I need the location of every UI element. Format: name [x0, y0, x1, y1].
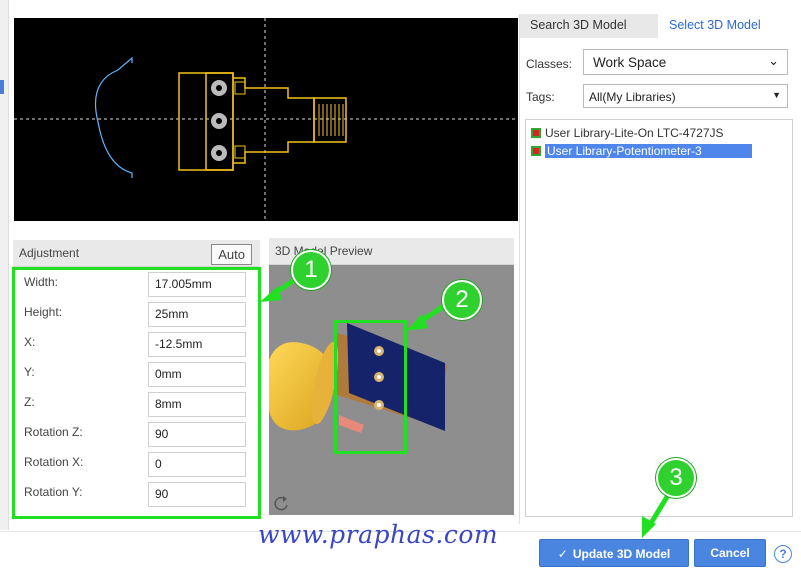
rotation-x-label: Rotation X: [24, 455, 84, 469]
rotation-x-row: Rotation X: 0 [13, 450, 260, 480]
rotate-icon [274, 496, 288, 511]
tab-select-3d-model[interactable]: Select 3D Model [658, 14, 797, 38]
rotation-z-label: Rotation Z: [24, 425, 83, 439]
rotation-z-row: Rotation Z: 90 [13, 420, 260, 450]
shaft-knurling [318, 104, 344, 136]
step-badge-2: 2 [442, 280, 482, 320]
rotation-y-input[interactable]: 90 [148, 482, 246, 507]
rotation-y-label: Rotation Y: [24, 485, 83, 499]
tags-value: All(My Libraries) [589, 90, 676, 104]
update-3d-model-label: Update 3D Model [572, 547, 671, 561]
y-label: Y: [24, 365, 35, 379]
library-item-label: User Library-Lite-On LTC-4727JS [545, 126, 724, 140]
x-label: X: [24, 335, 36, 349]
footer-divider [0, 531, 801, 532]
library-item-label: User Library-Potentiometer-3 [545, 144, 752, 158]
tags-label: Tags: [526, 90, 555, 104]
step-badge-3: 3 [656, 458, 696, 498]
cancel-button[interactable]: Cancel [694, 539, 766, 567]
height-label: Height: [24, 305, 63, 319]
z-input[interactable]: 8mm [148, 392, 246, 417]
classes-label: Classes: [526, 57, 573, 71]
rotation-x-input[interactable]: 0 [148, 452, 246, 477]
model-pins [374, 346, 384, 410]
width-input[interactable]: 17.005mm [148, 272, 246, 297]
footprint-drawing [14, 18, 518, 221]
knob-outline [94, 56, 133, 178]
step-badge-1: 1 [291, 250, 331, 290]
library-tree: User Library-Lite-On LTC-4727JS User Lib… [525, 119, 793, 517]
auto-button[interactable]: Auto [211, 244, 252, 265]
classes-value: Work Space [593, 55, 667, 70]
triangle-down-icon: ▼ [772, 90, 781, 100]
adjustment-title: Adjustment [19, 246, 80, 260]
pad-block-outline [205, 72, 234, 171]
adjustment-fields: Width: 17.005mm Height: 25mm X: -12.5mm … [13, 267, 260, 518]
y-row: Y: 0mm [13, 360, 260, 390]
z-label: Z: [24, 395, 35, 409]
left-sidebar-selection [0, 80, 4, 94]
height-input[interactable]: 25mm [148, 302, 246, 327]
left-sidebar-strip [0, 0, 9, 530]
model-tabs: Search 3D Model Select 3D Model [520, 14, 797, 38]
chevron-down-icon: ⌄ [768, 53, 779, 68]
x-row: X: -12.5mm [13, 330, 260, 360]
adjustment-panel: Adjustment Auto Width: 17.005mm Height: … [13, 240, 260, 518]
pcb-board [347, 323, 445, 431]
rotation-y-row: Rotation Y: 90 [13, 480, 260, 510]
width-row: Width: 17.005mm [13, 270, 260, 300]
model-library-panel: Search 3D Model Select 3D Model Classes:… [519, 14, 797, 524]
model-render [269, 323, 447, 511]
y-input[interactable]: 0mm [148, 362, 246, 387]
library-item-selected[interactable]: User Library-Potentiometer-3 [530, 143, 752, 159]
footprint-viewer[interactable] [14, 18, 518, 221]
highlight-adjustment-fields [12, 267, 261, 519]
tab-search-3d-model[interactable]: Search 3D Model [520, 14, 658, 38]
height-row: Height: 25mm [13, 300, 260, 330]
classes-select[interactable]: Work Space ⌄ [583, 49, 788, 75]
width-label: Width: [24, 275, 59, 289]
x-input[interactable]: -12.5mm [148, 332, 246, 357]
shaft-tip-outline [313, 97, 347, 143]
rotation-z-input[interactable]: 90 [148, 422, 246, 447]
component-icon [531, 146, 541, 156]
z-row: Z: 8mm [13, 390, 260, 420]
watermark-text: www.praphas.com [258, 520, 499, 549]
component-icon [531, 128, 541, 138]
check-icon: ✓ [557, 547, 568, 561]
help-icon[interactable]: ? [774, 545, 792, 563]
update-3d-model-button[interactable]: ✓ Update 3D Model [539, 539, 689, 567]
tags-select[interactable]: All(My Libraries) ▼ [583, 84, 788, 108]
highlight-pins [334, 320, 407, 454]
library-item[interactable]: User Library-Lite-On LTC-4727JS [530, 125, 724, 141]
adjustment-header: Adjustment Auto [13, 240, 260, 267]
